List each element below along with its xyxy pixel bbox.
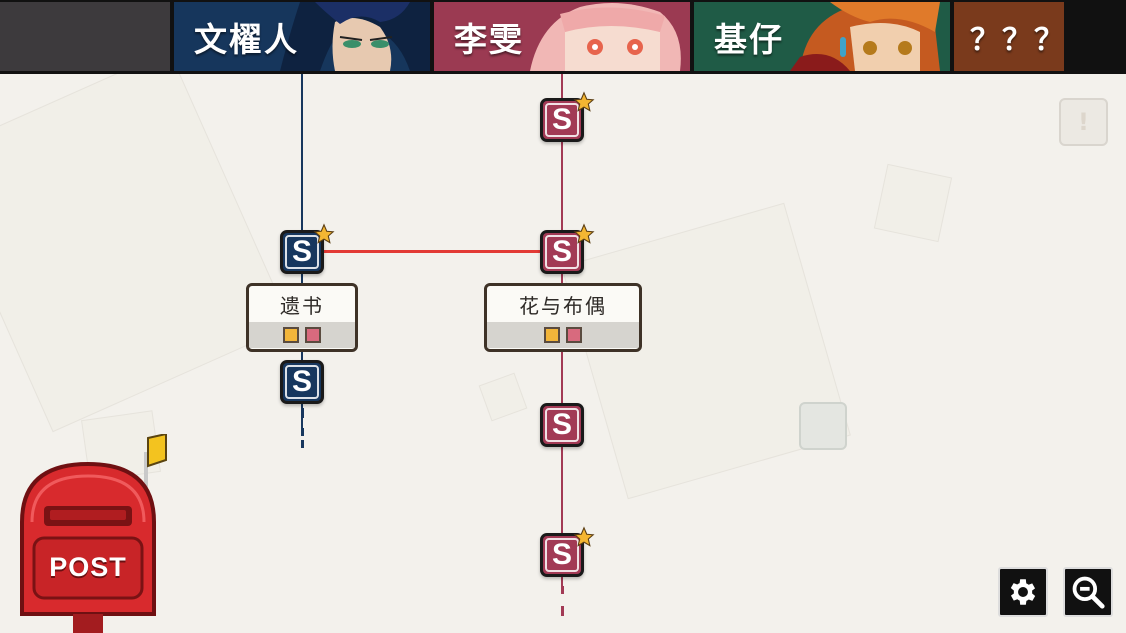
gear-icon: [1010, 579, 1036, 605]
story-card-chips: [249, 322, 355, 348]
yellow-chip-icon: [283, 327, 299, 343]
background-paper: [873, 163, 953, 243]
story-node[interactable]: S: [280, 223, 335, 274]
story-node[interactable]: S: [280, 360, 324, 404]
character-portrait: [530, 3, 681, 71]
tab-wen-zhaoren[interactable]: 文櫂人: [174, 2, 430, 71]
background-paper: [478, 372, 528, 422]
mailbox-label: POST: [49, 552, 127, 582]
locked-node: [799, 402, 847, 450]
settings-button[interactable]: [998, 567, 1048, 617]
route-continuation-rose: [561, 586, 564, 594]
tab-label: 基仔: [714, 19, 784, 59]
story-node[interactable]: S: [540, 91, 595, 142]
tab-ji-zai[interactable]: 基仔: [694, 2, 950, 71]
star-icon: [573, 526, 595, 547]
route-continuation-navy: [301, 408, 304, 418]
pink-chip-icon: [566, 327, 582, 343]
zoom-out-icon: [1072, 576, 1105, 609]
story-node[interactable]: S: [540, 223, 595, 274]
route-continuation-rose: [561, 606, 564, 616]
mailbox-icon[interactable]: [18, 434, 168, 633]
character-portrait: [280, 2, 430, 71]
story-card[interactable]: 花与布偶: [484, 283, 642, 352]
star-icon: [573, 91, 595, 112]
story-card-title: 遗书: [280, 293, 324, 318]
tab-label: 李雯: [454, 19, 524, 59]
star-icon: [313, 223, 335, 244]
zoom-out-button[interactable]: [1063, 567, 1113, 617]
exclamation-icon: !: [1078, 108, 1089, 136]
hint-button[interactable]: !: [1059, 98, 1108, 146]
story-node[interactable]: S: [540, 526, 595, 577]
story-card-title: 花与布偶: [519, 293, 607, 318]
route-link-line: [322, 250, 544, 253]
tab-unknown[interactable]: ？？？: [954, 2, 1064, 71]
background-paper: [0, 49, 293, 433]
story-card-chips: [487, 322, 639, 348]
star-icon: [573, 223, 595, 244]
yellow-chip-icon: [544, 327, 560, 343]
pink-chip-icon: [305, 327, 321, 343]
story-node[interactable]: S: [540, 403, 584, 447]
route-continuation-navy: [301, 440, 304, 448]
tab-empty[interactable]: [0, 2, 170, 71]
story-card[interactable]: 遗书: [246, 283, 358, 352]
route-continuation-navy: [301, 428, 304, 436]
character-portrait: [790, 2, 940, 71]
tab-li-wen[interactable]: 李雯: [434, 2, 690, 71]
tab-label: 文櫂人: [194, 19, 299, 59]
tab-label: ？？？: [970, 22, 1064, 58]
character-tab-bar: 文櫂人 李雯 基仔: [0, 0, 1126, 74]
